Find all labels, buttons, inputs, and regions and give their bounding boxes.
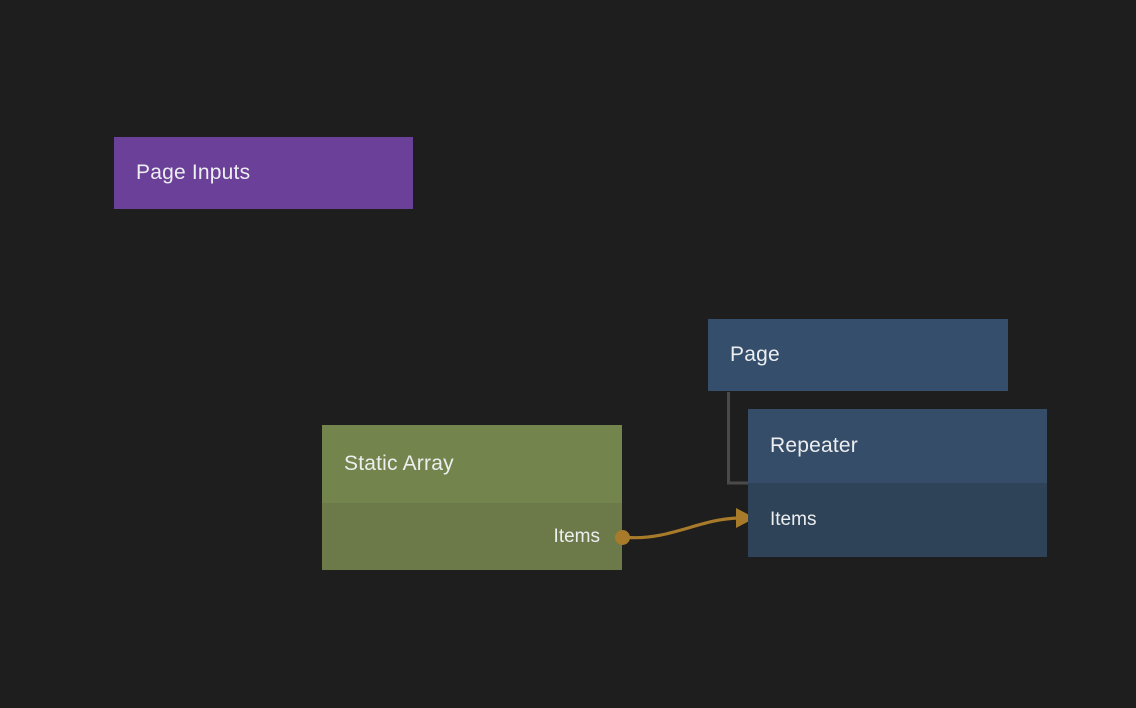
node-page-title: Page — [730, 343, 780, 366]
node-repeater-row-items[interactable]: Items — [748, 483, 1047, 557]
node-repeater-title: Repeater — [748, 409, 1047, 483]
edge-static-items-to-repeater-items — [626, 516, 740, 540]
node-static-array-items-label: Items — [553, 525, 600, 547]
node-repeater-items-label: Items — [770, 509, 817, 530]
port-static-array-items-output[interactable] — [615, 530, 630, 545]
node-static-array[interactable]: Static Array Items — [322, 425, 622, 570]
node-page-inputs[interactable]: Page Inputs — [114, 137, 413, 209]
node-static-array-row-items[interactable]: Items — [322, 503, 622, 570]
node-page-inputs-title: Page Inputs — [136, 161, 251, 184]
node-page[interactable]: Page — [708, 319, 1008, 391]
node-static-array-title: Static Array — [322, 425, 622, 503]
node-repeater[interactable]: Repeater Items — [748, 409, 1047, 557]
edge-page-to-repeater — [727, 392, 749, 485]
